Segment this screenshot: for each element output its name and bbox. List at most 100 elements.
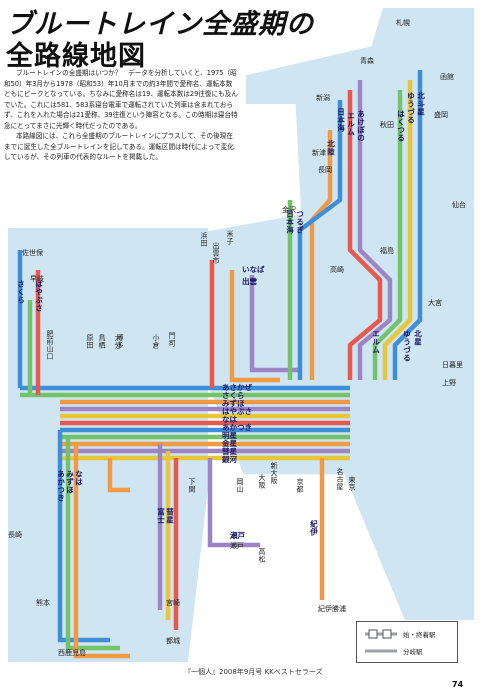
legend-branch: 分岐駅 (403, 648, 423, 656)
train-kisei: 紀伊 (309, 520, 319, 536)
intro-paragraph-2: 本路線図には、これら全盛期のブルートレインにプラスして、その後現在までに誕生した… (4, 132, 234, 161)
station-osaka: 大阪 (258, 474, 266, 489)
train-yuzuru2: ゆうづる (402, 330, 412, 362)
station-seto: 瀬戸 (230, 542, 244, 550)
page-title-line2: 全路線地図 (6, 41, 146, 72)
train-hakutsuru: はくつる (396, 110, 406, 142)
page-number: 74 (452, 680, 464, 689)
west-branches (207, 260, 325, 600)
station-niitsu: 新津 (312, 149, 326, 157)
station-kumamoto: 熊本 (36, 599, 50, 607)
train-elm2: エルム (371, 330, 381, 354)
train-akebono: あけぼの (356, 110, 366, 142)
route-seto (207, 458, 260, 548)
train-suisei2: 彗星 (165, 508, 175, 524)
route-inaba (249, 275, 300, 373)
station-nagasaki: 長崎 (8, 531, 22, 539)
train-hayabusa: はやぶさ (222, 407, 252, 416)
station-niigata: 新潟 (316, 94, 330, 102)
train-asakaze: あさかぜ (222, 383, 252, 392)
station-kiishikatsuura: 紀伊勝浦 (318, 605, 346, 613)
station-miyazaki: 宮崎 (166, 599, 180, 607)
station-aomori: 青森 (360, 57, 374, 65)
train-hokuseiexp: 北星 (413, 330, 423, 346)
station-yonago: 米子 (226, 230, 234, 245)
train-nihonkai2: 日本海 (285, 210, 295, 234)
legend: 始・終着駅 分岐駅 (356, 621, 458, 663)
station-omiya: 大宮 (428, 299, 442, 307)
station-nagaoka: 長岡 (318, 166, 332, 174)
station-hakodate: 函館 (440, 73, 454, 81)
route-akebono (357, 80, 393, 380)
route-hakutsuru (372, 90, 403, 380)
route-kagoshima-b (73, 444, 130, 659)
intro-text: ブルートレインの全盛期はいつか？ データを分析していくと、1975（昭和50）年… (4, 68, 238, 163)
north-lines (287, 70, 423, 380)
train-fuji: 富士 (156, 508, 166, 524)
legend-terminal-marker (368, 629, 378, 639)
station-shimonoseki: 下関 (188, 478, 196, 493)
station-hayaki: 早岐 (30, 275, 44, 283)
train-hoshi: 明星 (222, 431, 237, 440)
train-mizuho: みずほ (222, 399, 245, 408)
station-shinosaka: 新大阪 (270, 462, 278, 485)
station-takamatsu: 高松 (258, 548, 266, 563)
train-hokuriku: 北陸 (326, 140, 336, 156)
station-mojiko: 門司 (168, 332, 176, 347)
train-hokutosei: 北斗星 (416, 92, 426, 116)
route-hokuriku (309, 130, 333, 380)
train-sakura: さくら (222, 391, 245, 400)
train-izumo: 出雲 (242, 277, 257, 286)
source-credit: 『一個人』2008年9月号 KKベストセラーズ (184, 668, 323, 676)
train-naha: なは (222, 415, 237, 424)
train-tsuruga: つるぎ (295, 210, 305, 234)
train-naha2: なは (74, 470, 84, 486)
station-sasebo: 佐世保 (22, 249, 43, 257)
route-kagoshima (65, 437, 120, 651)
station-hamada: 浜田 (200, 232, 208, 247)
station-nagoya: 名古屋 (336, 468, 344, 491)
station-tosu: 鳥栖 (98, 334, 106, 349)
train-suisei: 彗星 (222, 447, 237, 456)
train-nihonkai: 日本海 (336, 108, 346, 132)
trunk-lines (20, 385, 350, 461)
train-akatsuki2: あかつき (56, 470, 66, 502)
route-yuzuru (382, 80, 413, 380)
station-akita: 秋田 (380, 121, 394, 129)
station-okayama: 岡山 (236, 478, 244, 493)
station-takasaki: 高崎 (330, 266, 344, 274)
station-sendai: 仙台 (452, 201, 466, 209)
station-oita: 大分 (114, 334, 122, 349)
train-yuzuru: ゆうづる (406, 92, 416, 124)
station-kokura: 小倉 (152, 334, 160, 349)
station-genkai: 原田 (86, 334, 94, 349)
station-tokyo: 東京 (348, 476, 356, 491)
page-title-line1: ブルートレイン全盛期の (6, 9, 314, 40)
station-hizenyamaguchi: 肥前山口 (46, 330, 54, 360)
station-ueno: 上野 (442, 379, 456, 387)
train-mizuho2: みずほ (65, 470, 75, 494)
route-nihonkai (297, 100, 343, 380)
route-izumo-b (229, 270, 280, 383)
train-sakura2: さくら (16, 280, 26, 304)
station-kanazawa: 金沢 (282, 206, 296, 214)
station-hakata: 博多 (116, 334, 124, 349)
train-hayabusa2: はやぶさ (34, 280, 44, 312)
train-akatsuki: あかつき (222, 423, 252, 432)
station-morioka: 盛岡 (434, 111, 448, 119)
legend-swatches (365, 629, 397, 653)
route-hohi (107, 458, 130, 493)
station-miyakonojo: 都城 (166, 637, 180, 645)
route-hokutosei (392, 70, 423, 380)
train-seto: 瀬戸 (230, 531, 245, 540)
train-ginga: 銀河 (222, 455, 237, 464)
train-elm: エルム (346, 112, 356, 136)
kyushu-branches (17, 250, 179, 659)
station-nishikagoshima: 西鹿児島 (58, 649, 86, 657)
station-izumoshi: 出雲市 (212, 242, 220, 265)
intro-paragraph-1: ブルートレインの全盛期はいつか？ データを分析していくと、1975（昭和50）年… (4, 69, 238, 130)
station-nippori: 日暮里 (442, 361, 463, 369)
legend-terminal: 始・終着駅 (403, 631, 436, 639)
